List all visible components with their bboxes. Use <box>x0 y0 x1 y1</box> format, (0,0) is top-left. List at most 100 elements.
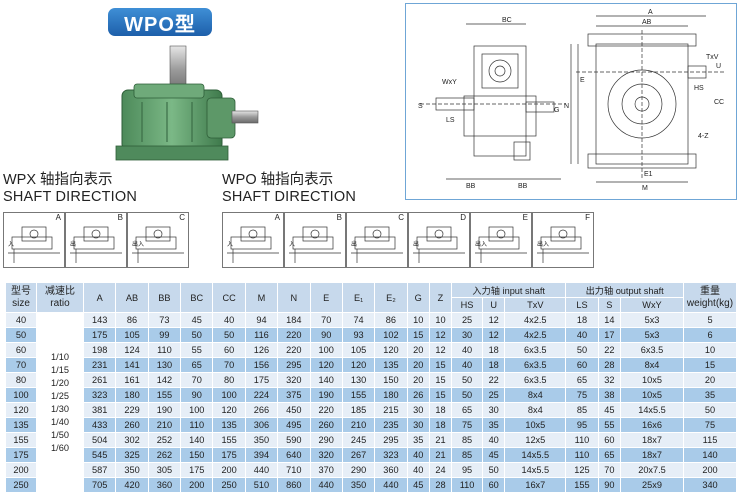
table-cell: 360 <box>147 477 182 493</box>
shaft-view-mark: 出 <box>351 242 358 248</box>
table-cell: 235 <box>374 417 408 433</box>
table-cell: 65 <box>597 447 622 463</box>
table-cell: 25 <box>482 387 506 403</box>
table-cell: 18x7 <box>620 447 684 463</box>
hdr-wxy: WxY <box>620 297 684 313</box>
table-cell: 350 <box>115 462 149 478</box>
table-cell: 40 <box>406 462 430 478</box>
table-cell: 375 <box>277 387 311 403</box>
dim-hs: HS <box>694 85 704 92</box>
dim-e1: E1 <box>644 171 653 178</box>
table-cell: 60 <box>565 357 599 373</box>
hdr-txv: TxV <box>504 297 567 313</box>
table-cell: 30 <box>406 417 430 433</box>
table-cell: 120 <box>341 357 376 373</box>
table-cell: 6x3.5 <box>504 357 567 373</box>
table-cell: 18x7 <box>620 432 684 448</box>
table-cell: 110 <box>565 432 599 448</box>
table-cell: 21 <box>428 447 453 463</box>
table-cell: 40 <box>406 447 430 463</box>
table-cell: 320 <box>277 372 311 388</box>
table-cell: 15 <box>683 357 737 373</box>
table-cell: 590 <box>277 432 311 448</box>
shaft-view-sketch <box>537 226 589 263</box>
shaft-view-mark: 出入 <box>475 242 488 248</box>
dim-bb-left: BB <box>466 183 476 190</box>
ratio-value: 1/25 <box>51 390 69 401</box>
table-cell: 50 <box>565 342 599 358</box>
table-cell: 22 <box>597 342 622 358</box>
table-cell: 155 <box>212 432 246 448</box>
table-cell: 120 <box>309 357 343 373</box>
table-cell: 35 <box>683 387 737 403</box>
table-cell: 26 <box>406 387 430 403</box>
table-cell: 175 <box>82 327 117 343</box>
table-cell: 290 <box>309 432 343 448</box>
table-cell: 266 <box>244 402 279 418</box>
shaft-view-mark: 入 <box>289 242 296 248</box>
table-cell: 587 <box>82 462 117 478</box>
hdr-cc: CC <box>212 282 246 313</box>
table-cell: 200 <box>212 462 246 478</box>
table-cell: 110 <box>565 447 599 463</box>
table-cell: 229 <box>115 402 149 418</box>
table-cell: 433 <box>82 417 117 433</box>
ratio-value: 1/60 <box>51 442 69 453</box>
table-cell: 105 <box>115 327 149 343</box>
table-cell: 215 <box>374 402 408 418</box>
hdr-m: M <box>244 282 279 313</box>
table-cell: 143 <box>82 312 117 328</box>
hdr-g: G <box>406 282 430 313</box>
table-cell: 12 <box>428 342 453 358</box>
table-cell: 75 <box>451 417 484 433</box>
table-cell: 224 <box>244 387 279 403</box>
table-cell: 141 <box>115 357 149 373</box>
hdr-z: Z <box>428 282 453 313</box>
table-cell: 24 <box>428 462 453 478</box>
table-cell: 210 <box>341 417 376 433</box>
table-cell: 65 <box>565 372 599 388</box>
table-cell: 252 <box>147 432 182 448</box>
table-cell: 94 <box>244 312 279 328</box>
table-cell: 14x5.5 <box>620 402 684 418</box>
table-cell: 70 <box>597 462 622 478</box>
table-cell: 18 <box>565 312 599 328</box>
table-cell: 28 <box>597 357 622 373</box>
wpx-caption: WPX 轴指向表示 SHAFT DIRECTION <box>3 172 138 205</box>
table-cell: 220 <box>277 327 311 343</box>
dim-u: U <box>716 63 721 70</box>
shaft-view-sketch <box>227 226 279 263</box>
table-cell: 295 <box>374 432 408 448</box>
table-cell: 45 <box>597 402 622 418</box>
table-cell: 231 <box>82 357 117 373</box>
table-cell: 142 <box>147 372 182 388</box>
model-title-badge: WPO型 <box>108 8 212 36</box>
table-cell: 45 <box>180 312 214 328</box>
table-cell: 260 <box>115 417 149 433</box>
table-cell: 73 <box>147 312 182 328</box>
table-cell: 6 <box>683 327 737 343</box>
table-cell: 130 <box>147 357 182 373</box>
table-cell: 70 <box>180 372 214 388</box>
table-cell: 86 <box>374 312 408 328</box>
table-cell: 50 <box>451 387 484 403</box>
table-cell: 190 <box>309 387 343 403</box>
table-cell: 50 <box>683 402 737 418</box>
table-cell: 20 <box>406 372 430 388</box>
table-cell: 30 <box>451 327 484 343</box>
table-cell: 93 <box>341 327 376 343</box>
table-cell: 5 <box>683 312 737 328</box>
table-cell: 90 <box>180 387 214 403</box>
dim-n: N <box>564 103 569 110</box>
table-cell: 323 <box>82 387 117 403</box>
table-cell: 102 <box>374 327 408 343</box>
table-cell: 5x3 <box>620 327 684 343</box>
table-cell: 16x6 <box>620 417 684 433</box>
shaft-view-sketch <box>289 226 341 263</box>
table-cell: 126 <box>244 342 279 358</box>
table-cell: 545 <box>82 447 117 463</box>
table-cell: 295 <box>277 357 311 373</box>
